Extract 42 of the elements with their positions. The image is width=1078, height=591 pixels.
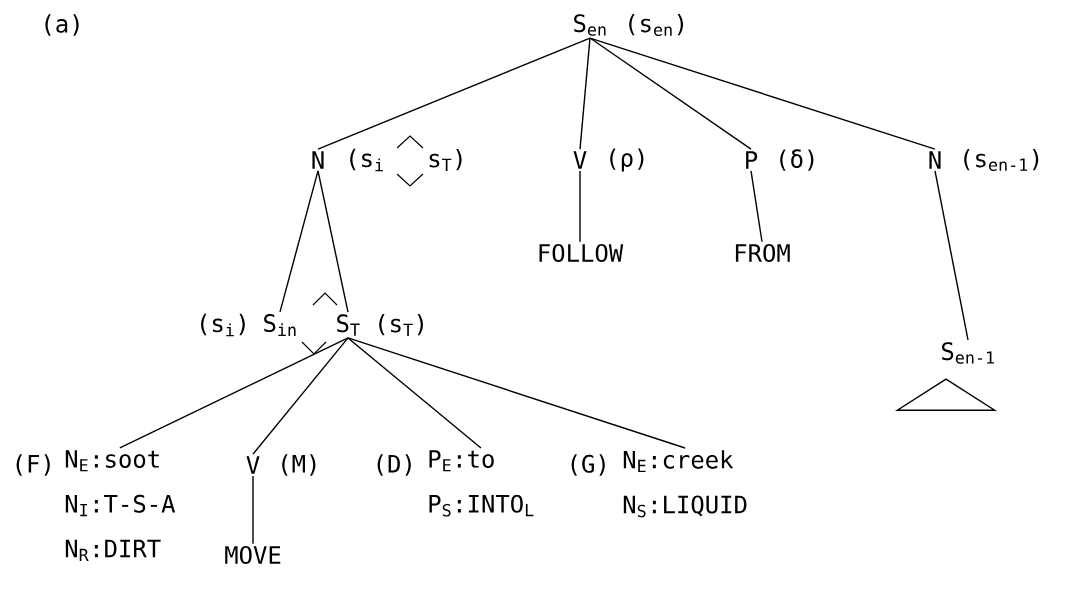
tree-branch [347,337,482,449]
node-annotation: (s$_{i}$ [350,148,383,172]
tree-branch [589,37,752,150]
node-annotation: (s$_{T}$) [379,314,423,336]
node-annotation: (ρ) [610,148,644,172]
node-annotation: (s$_{en-1}$) [964,148,1039,172]
tree-branch [750,170,763,243]
tree-label: S$_{en-1}$ [942,342,994,364]
tree-label: FOLLOW [539,243,624,263]
node-annotation: s$_{T}$) [429,149,462,171]
tree-label: FROM [735,243,790,263]
tree-label: V [246,456,260,474]
tree-branch [579,170,581,243]
node-annotation: (δ) [780,149,814,171]
tree-branch [317,37,591,150]
tree-branch [252,475,254,545]
tree-label: V [573,151,587,169]
node-annotation: (D) [377,454,411,476]
node-annotation: (F) [16,454,50,476]
tree-branch [317,170,349,313]
node-annotation: (M) [282,454,316,476]
panel-label: (a) [45,14,79,36]
tree-label: MOVE [225,545,281,565]
tree-label: N [312,151,324,169]
tree-branch [119,337,349,449]
tree-branch [589,37,936,150]
tree-label: S$_{en}$ [574,14,606,36]
tree-label: S$_{in}$ [264,314,296,336]
tree-branch [252,337,349,455]
node-annotation: (G) [571,454,605,476]
tree-label: N$_{E}$:creek N$_{S}$:LIQUID [623,450,747,518]
tree-label: S$_{T}$ [337,314,360,336]
tree-branch [279,170,319,313]
tree-label: P$_{E}$:to P$_{S}$:INTO$_{L}$ [429,450,534,517]
tree-branch [579,37,591,150]
tree-label: P [746,151,758,169]
node-annotation: (s$_{i}$) [201,313,245,337]
tree-branch [934,170,969,341]
tree-label: N$_{E}$:soot N$_{I}$:T-S-A N$_{R}$:DIRT [65,450,176,561]
tree-branch [347,337,686,449]
node-annotation: (s$_{en}$) [629,13,684,37]
tree-label: N [929,151,941,169]
